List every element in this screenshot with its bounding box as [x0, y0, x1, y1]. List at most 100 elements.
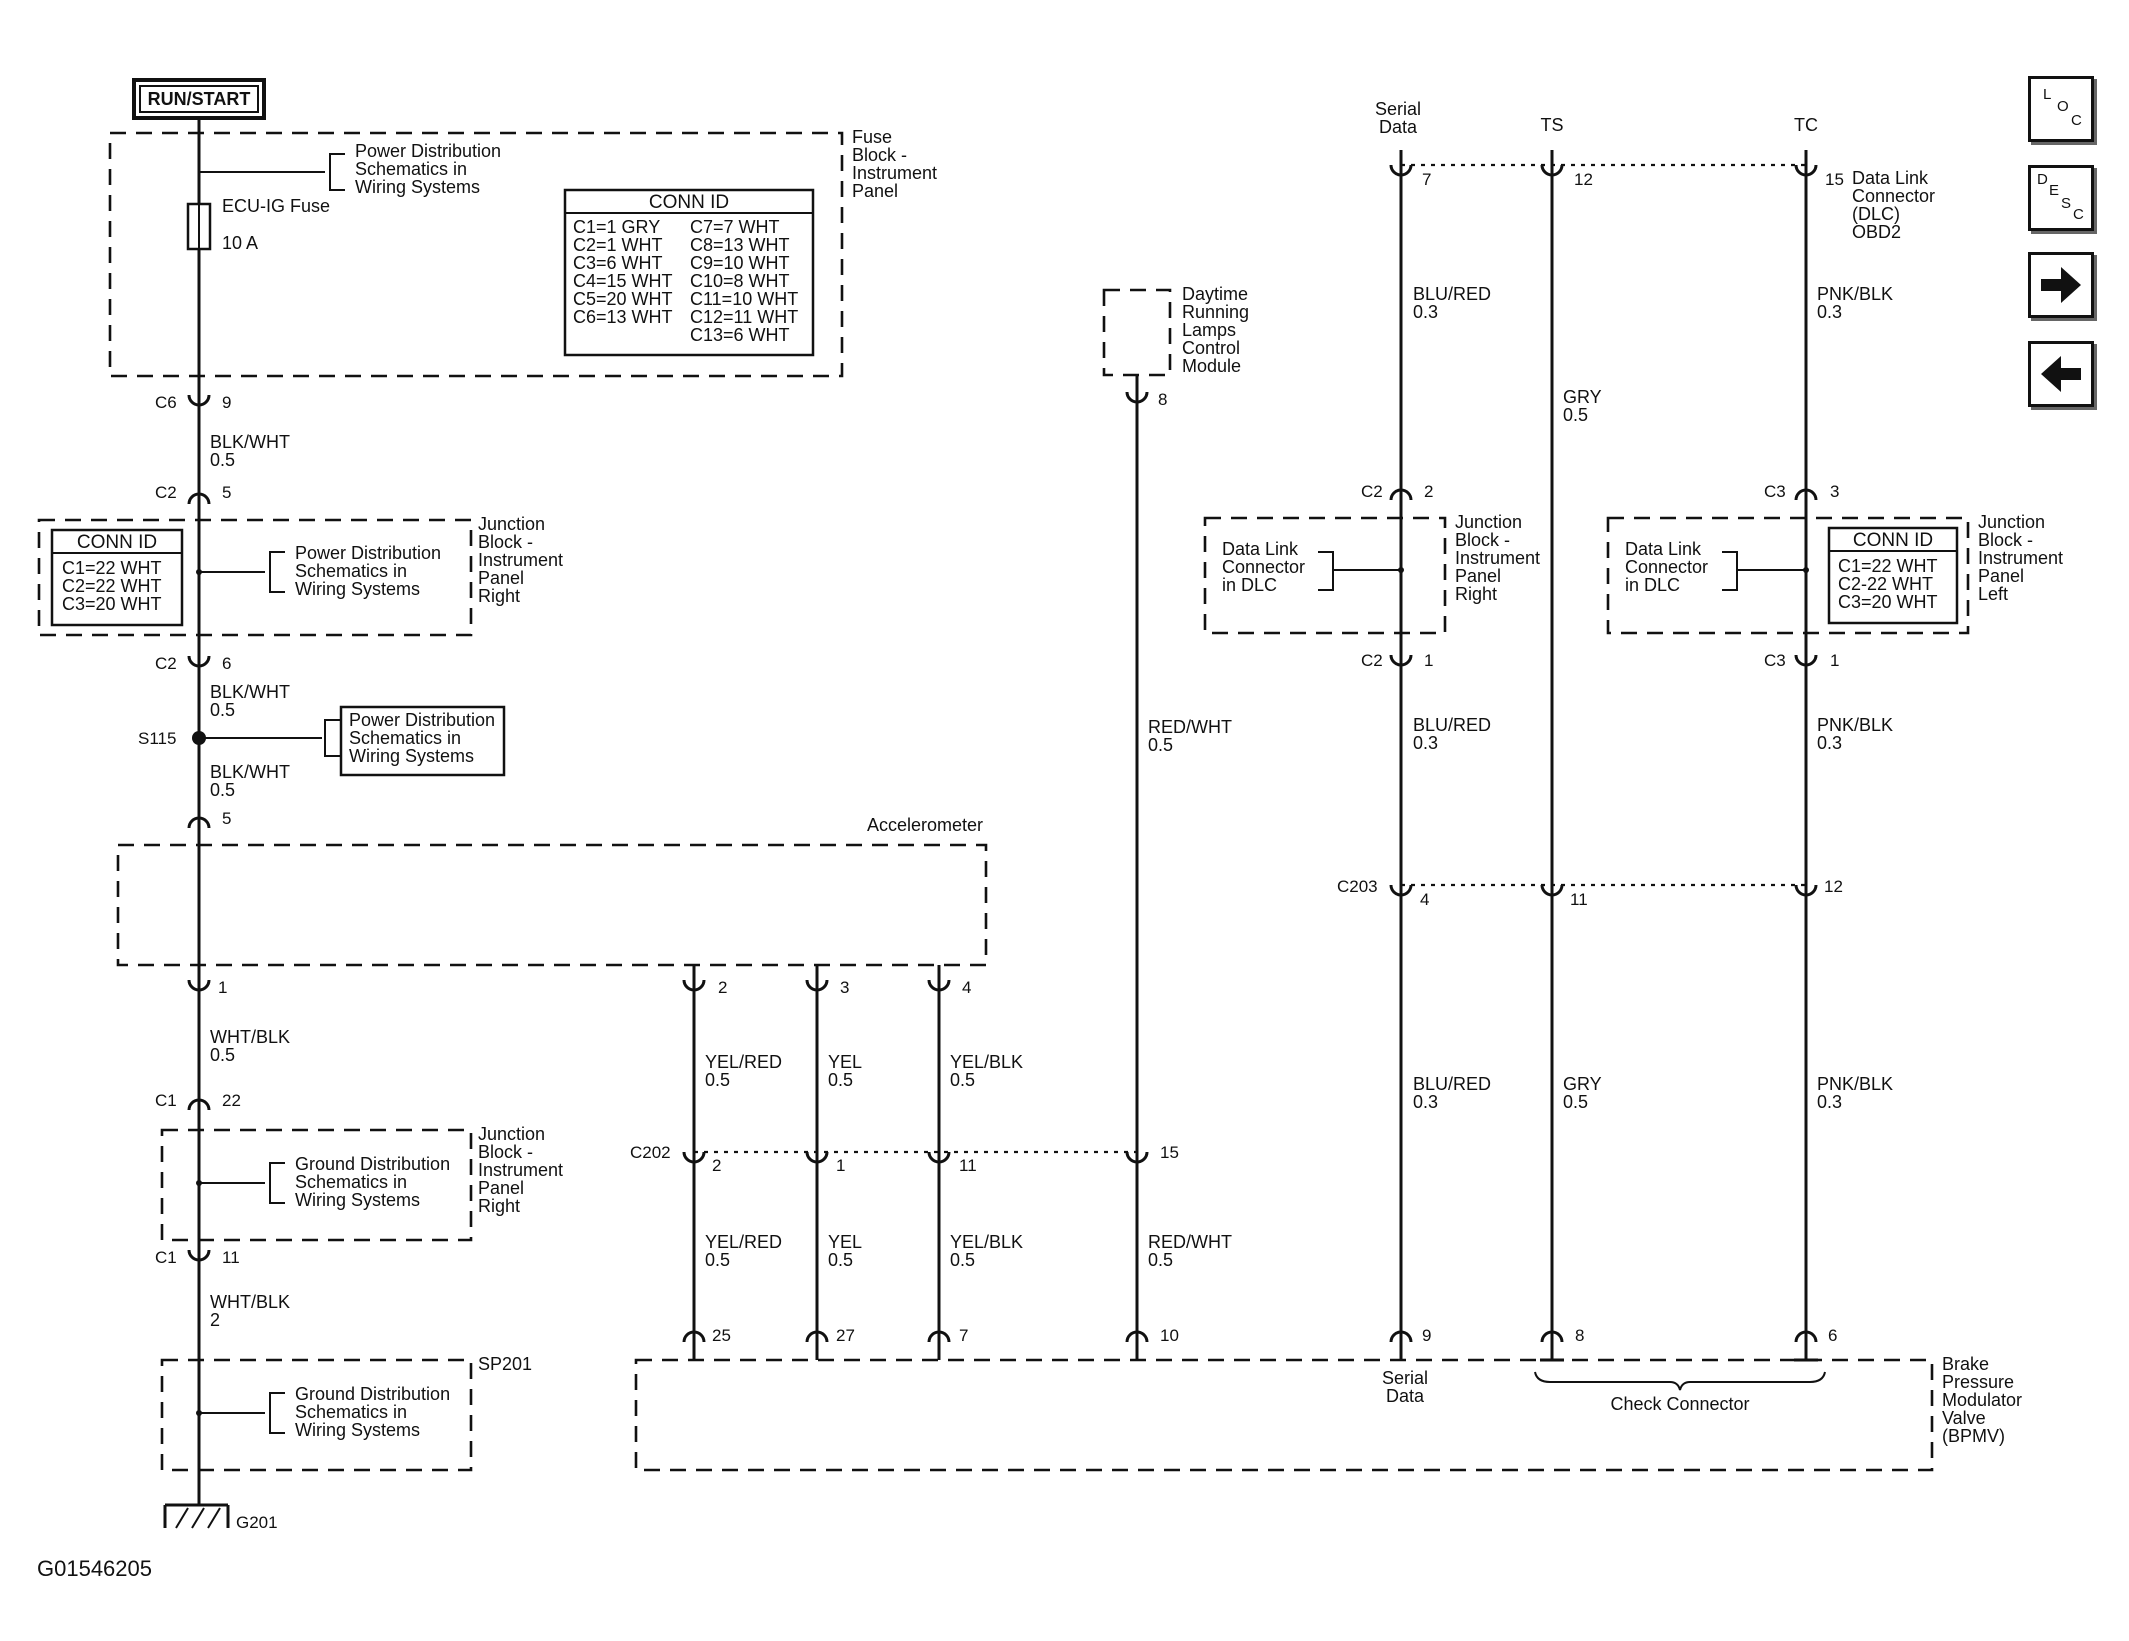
wire-yel-blk-gauge-a: 0.5	[950, 1070, 975, 1090]
pin-c203-11: 11	[1570, 890, 1588, 909]
wire-yel-blk-gauge-b: 0.5	[950, 1250, 975, 1270]
conn-id-entry: C3=6 WHT	[573, 253, 663, 273]
pin-accel-3: 3	[840, 978, 849, 997]
wire-yel-blk-label-b: YEL/BLK	[950, 1232, 1023, 1252]
conn-c2-5	[187, 492, 211, 505]
conn-id-entry: C13=6 WHT	[690, 325, 790, 345]
pin-dlc-15: 15	[1825, 170, 1844, 189]
wire-yel-gauge-a: 0.5	[828, 1070, 853, 1090]
pin-bpmv-6: 6	[1828, 1326, 1837, 1345]
drl-module-outline	[1102, 288, 1172, 377]
wire-pnk-blk-label-c: PNK/BLK	[1817, 1074, 1893, 1094]
conn-id-entry: C1=22 WHT	[1838, 556, 1938, 576]
pin-bpmv-25: 25	[712, 1326, 731, 1345]
pin-c2-6: 6	[222, 654, 231, 673]
conn-c1-11	[187, 1249, 211, 1262]
pin-bpmv-7: 7	[959, 1326, 968, 1345]
pin-c2-1: 1	[1424, 651, 1433, 670]
pin-bpmv-10: 10	[1160, 1326, 1179, 1345]
conn-id-entry: C2=22 WHT	[62, 576, 162, 596]
conn-c1-label-b: C1	[155, 1248, 177, 1267]
jb-right-outline	[37, 518, 473, 637]
pin-dlc-12: 12	[1574, 170, 1593, 189]
conn-id-entry: C11=10 WHT	[690, 289, 798, 309]
pin-accel-2: 2	[718, 978, 727, 997]
wire-gauge-2: 0.5	[210, 700, 235, 720]
pin-c6-9: 9	[222, 393, 231, 412]
wire-gauge-3: 0.5	[210, 780, 235, 800]
wire-gauge-4: 0.5	[210, 1045, 235, 1065]
splice-s115-label: S115	[138, 729, 176, 748]
wire-blk-wht-2: BLK/WHT	[210, 682, 290, 702]
pin-c3-1: 1	[1830, 651, 1839, 670]
pin-accel-5: 5	[222, 809, 231, 828]
c202-label: C202	[630, 1143, 671, 1162]
jb-right-conn-id	[50, 528, 184, 627]
wire-blk-wht-1: BLK/WHT	[210, 432, 290, 452]
wire-pnk-blk-label-b: PNK/BLK	[1817, 715, 1893, 735]
svg-text:E: E	[2049, 182, 2059, 199]
next-button[interactable]	[2028, 252, 2094, 318]
conn-id-entry: C3=20 WHT	[1838, 592, 1938, 612]
conn-id-entry: C8=13 WHT	[690, 235, 790, 255]
wire-pnk-blk-gauge-b: 0.3	[1817, 733, 1842, 753]
pin-c3-3: 3	[1830, 482, 1839, 501]
pin-c1-11: 11	[222, 1248, 240, 1267]
svg-text:L: L	[2043, 86, 2051, 103]
conn-id-entry: C3=20 WHT	[62, 594, 162, 614]
conn-c2-label-a: C2	[155, 483, 177, 502]
wire-gry-label-a: GRY	[1563, 387, 1602, 407]
conn-accel-5	[187, 816, 211, 829]
pin-c2-2: 2	[1424, 482, 1433, 501]
wire-blu-red-label-a: BLU/RED	[1413, 284, 1491, 304]
wire-yel-gauge-b: 0.5	[828, 1250, 853, 1270]
figure-id: G01546205	[37, 1556, 152, 1581]
wire-red-wht-label-b: RED/WHT	[1148, 1232, 1232, 1252]
fuse-conn-id-table	[563, 188, 815, 357]
sp201-name: SP201	[478, 1354, 532, 1374]
desc-button[interactable]: D E S C	[2028, 165, 2094, 231]
svg-text:S: S	[2061, 195, 2071, 212]
conn-id-entry: C1=1 GRY	[573, 217, 660, 237]
conn-id-entry: C2-22 WHT	[1838, 574, 1933, 594]
pin-c2-5: 5	[222, 483, 231, 502]
conn-c2-6	[187, 655, 211, 668]
loc-button[interactable]: L O C	[2028, 76, 2094, 142]
svg-text:C: C	[2071, 112, 2082, 129]
svg-text:C: C	[2073, 206, 2084, 223]
pin-accel-4: 4	[962, 978, 971, 997]
conn-accel-1	[187, 979, 211, 992]
check-connector-label: Check Connector	[1610, 1394, 1749, 1414]
svg-text:D: D	[2037, 171, 2048, 188]
pin-c202-2: 2	[712, 1156, 721, 1175]
wire-blu-red-gauge-a: 0.3	[1413, 302, 1438, 322]
pin-c1-22: 22	[222, 1091, 241, 1110]
pin-drl-8: 8	[1158, 390, 1167, 409]
wire-red-wht-gauge-b: 0.5	[1148, 1250, 1173, 1270]
ground-symbol	[163, 1503, 230, 1529]
wire-yel-red-gauge-b: 0.5	[705, 1250, 730, 1270]
pin-bpmv-9: 9	[1422, 1326, 1431, 1345]
pin-c203-12: 12	[1824, 877, 1843, 896]
ground-jb-outline	[160, 1128, 473, 1242]
conn-c2-dlc-label-b: C2	[1361, 651, 1383, 670]
wire-red-wht-label-a: RED/WHT	[1148, 717, 1232, 737]
check-connector-brace	[1534, 1371, 1826, 1391]
accelerometer-name: Accelerometer	[867, 815, 983, 835]
wire-yel-label-b: YEL	[828, 1232, 862, 1252]
arrow-left-icon	[2041, 356, 2081, 392]
wire-blu-red-gauge-c: 0.3	[1413, 1092, 1438, 1112]
pin-bpmv-8: 8	[1575, 1326, 1584, 1345]
svg-text:O: O	[2057, 98, 2069, 115]
prev-button[interactable]	[2028, 341, 2094, 407]
jb-ipr-dlc-outline	[1203, 516, 1447, 635]
pin-c203-4: 4	[1420, 890, 1429, 909]
wire-gauge-1: 0.5	[210, 450, 235, 470]
